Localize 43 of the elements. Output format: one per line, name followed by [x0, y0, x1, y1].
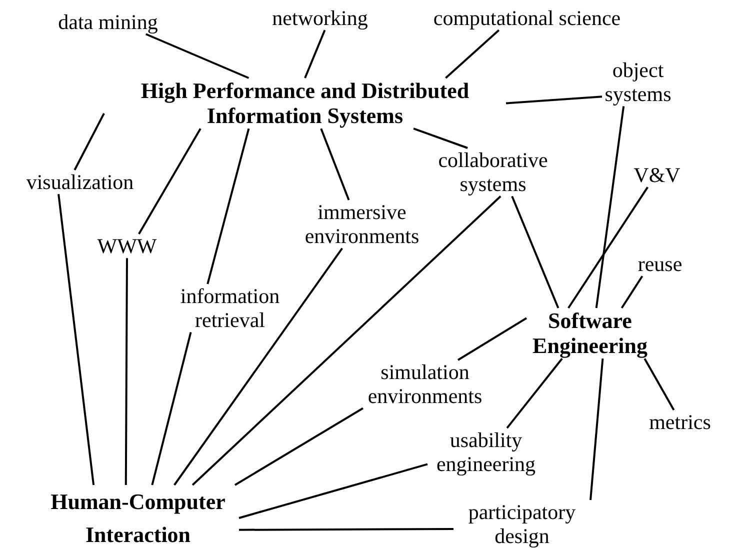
connector-line: [239, 528, 454, 531]
topic-label: V&V: [634, 163, 680, 188]
topic-heading: High Performance and Distributed Information Systems: [104, 78, 506, 129]
connector-line: [146, 33, 250, 79]
topic-label: reuse: [638, 252, 682, 276]
connector-line: [568, 186, 648, 309]
connector-line: [511, 196, 560, 308]
connector-line: [445, 29, 500, 79]
connector-line: [74, 112, 105, 170]
connector-line: [238, 463, 428, 519]
connector-line: [620, 276, 644, 309]
topic-label: networking: [272, 6, 368, 30]
topic-label: immersive environments: [296, 200, 428, 248]
connector-line: [506, 358, 563, 429]
topic-label: object systems: [602, 58, 674, 106]
connector-line: [304, 30, 326, 78]
topic-label: information retrieval: [174, 284, 286, 332]
connector-line: [506, 96, 602, 104]
connector-line: [413, 128, 468, 149]
connector-line: [151, 332, 192, 486]
connector-line: [457, 317, 528, 361]
connector-line: [644, 358, 675, 410]
connector-line: [234, 407, 364, 486]
connector-line: [138, 128, 202, 234]
connector-line: [206, 128, 250, 284]
topic-label: WWW: [97, 234, 157, 258]
topic-label: computational science: [433, 6, 621, 30]
connector-line: [124, 258, 128, 485]
topic-label: collaborative systems: [430, 148, 556, 196]
topic-label: data mining: [58, 10, 158, 34]
connector-line: [590, 358, 604, 500]
topic-label: metrics: [649, 410, 711, 434]
topic-label: participatory design: [454, 500, 590, 548]
topic-heading: Software Engineering: [526, 308, 654, 359]
connector-line: [595, 106, 625, 308]
connector-line: [174, 248, 344, 486]
topic-label: visualization: [26, 170, 134, 194]
topic-heading: Human-Computer Interaction: [37, 485, 239, 551]
connector-line: [58, 194, 95, 486]
topic-label: simulation environments: [359, 360, 491, 408]
topic-label: usability engineering: [428, 428, 544, 476]
connector-line: [320, 128, 350, 200]
connector-line: [192, 196, 502, 486]
